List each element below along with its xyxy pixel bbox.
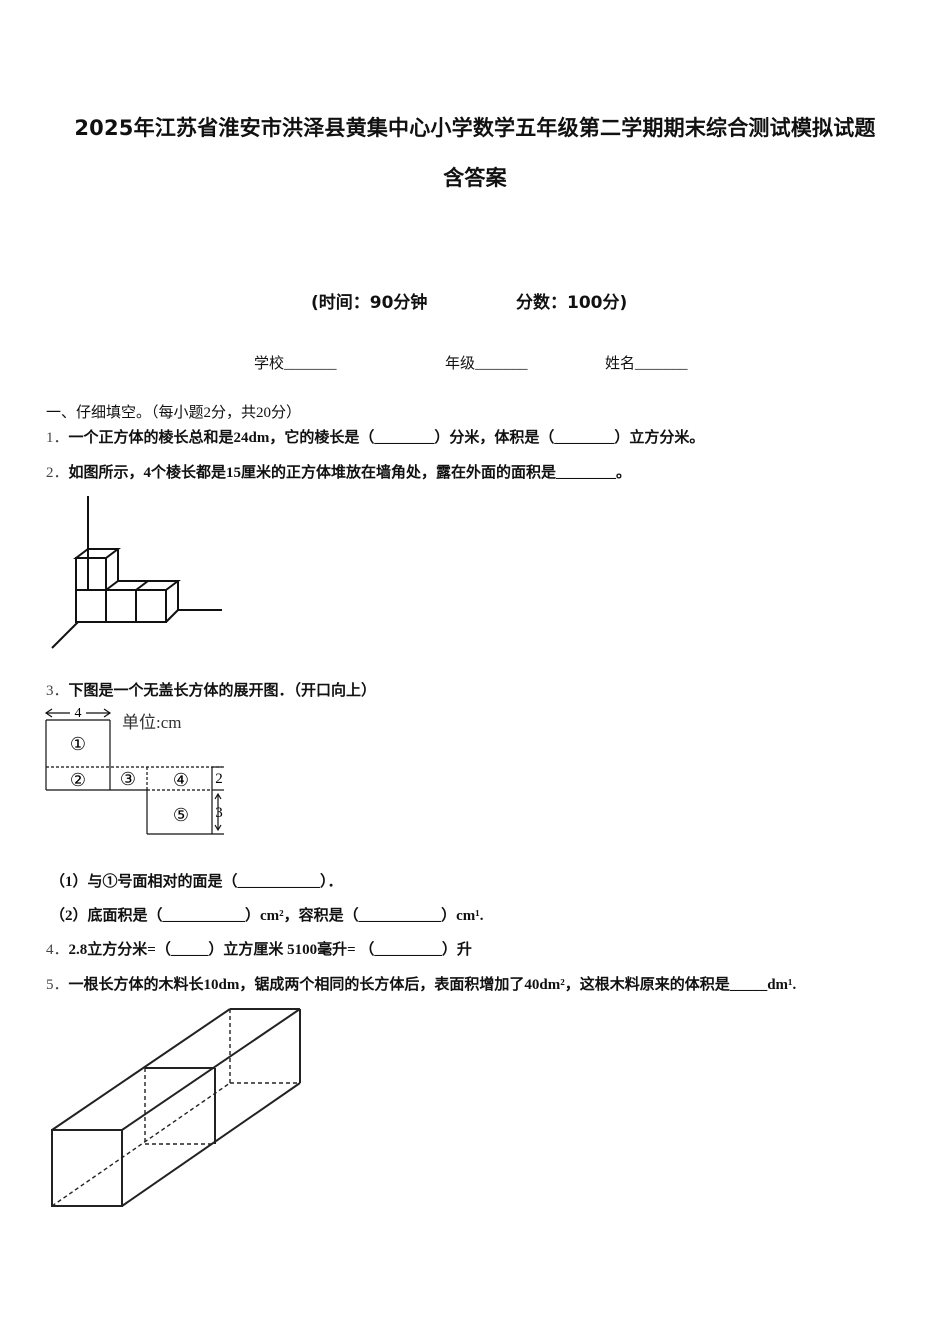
face-4-label: ④ [173, 770, 189, 790]
question-5: 5．一根长方体的木料长10dm，锯成两个相同的长方体后，表面积增加了40dm²，… [46, 973, 796, 994]
face-1-label: ① [70, 734, 86, 754]
question-text: 如图所示，4个棱长都是15厘米的正方体堆放在墙角处，露在外面的面积是______… [68, 465, 632, 481]
grade-field: 年级_______ [445, 356, 528, 372]
question-number: 4． [46, 942, 69, 958]
dimension-right-2-label: 3 [215, 805, 223, 821]
question-1: 1．一个正方体的棱长总和是24dm，它的棱长是（________）分米，体积是（… [46, 426, 704, 447]
question-text: 2.8立方分米=（_____）立方厘米 5100毫升= （_________）升 [68, 942, 472, 958]
face-5-label: ⑤ [173, 805, 189, 825]
question-text: 一根长方体的木料长10dm，锯成两个相同的长方体后，表面积增加了40dm²，这根… [68, 977, 797, 993]
school-field: 学校_______ [254, 356, 337, 372]
face-3-label: ③ [120, 769, 136, 789]
question-number: 3． [46, 683, 69, 699]
cubes-corner-figure [51, 496, 222, 649]
exam-score: 分数：100分) [516, 293, 628, 313]
box-net-figure: 4 单位:cm ① ② ③ ④ ⑤ 2 3 [44, 706, 224, 835]
question-3-sub-1: （1）与①号面相对的面是（___________）． [50, 874, 343, 890]
question-2: 2．如图所示，4个棱长都是15厘米的正方体堆放在墙角处，露在外面的面积是____… [46, 461, 631, 482]
question-text: 一个正方体的棱长总和是24dm，它的棱长是（________）分米，体积是（__… [68, 430, 705, 446]
question-3-sub-2: （2）底面积是（___________）cm²，容积是（___________）… [50, 908, 484, 924]
dimension-right-1-label: 2 [215, 771, 223, 787]
section-heading: 一、仔细填空。（每小题2分，共20分） [46, 405, 302, 421]
exam-time: (时间：90分钟 [311, 293, 428, 313]
question-number: 2． [46, 465, 69, 481]
document-title-line2: 含答案 [443, 166, 507, 190]
name-field: 姓名_______ [605, 356, 688, 372]
question-number: 5． [46, 977, 69, 993]
dimension-top-label: 4 [75, 706, 82, 721]
question-text: 下图是一个无盖长方体的展开图．（开口向上） [68, 683, 377, 699]
question-4: 4．2.8立方分米=（_____）立方厘米 5100毫升= （_________… [46, 938, 472, 959]
unit-label: 单位:cm [122, 713, 182, 732]
cuboid-figure [51, 1008, 301, 1207]
question-number: 1． [46, 430, 69, 446]
document-title-line1: 2025年江苏省淮安市洪泽县黄集中心小学数学五年级第二学期期末综合测试模拟试题 [74, 116, 876, 140]
question-3: 3．下图是一个无盖长方体的展开图．（开口向上） [46, 679, 376, 700]
face-2-label: ② [70, 770, 86, 790]
